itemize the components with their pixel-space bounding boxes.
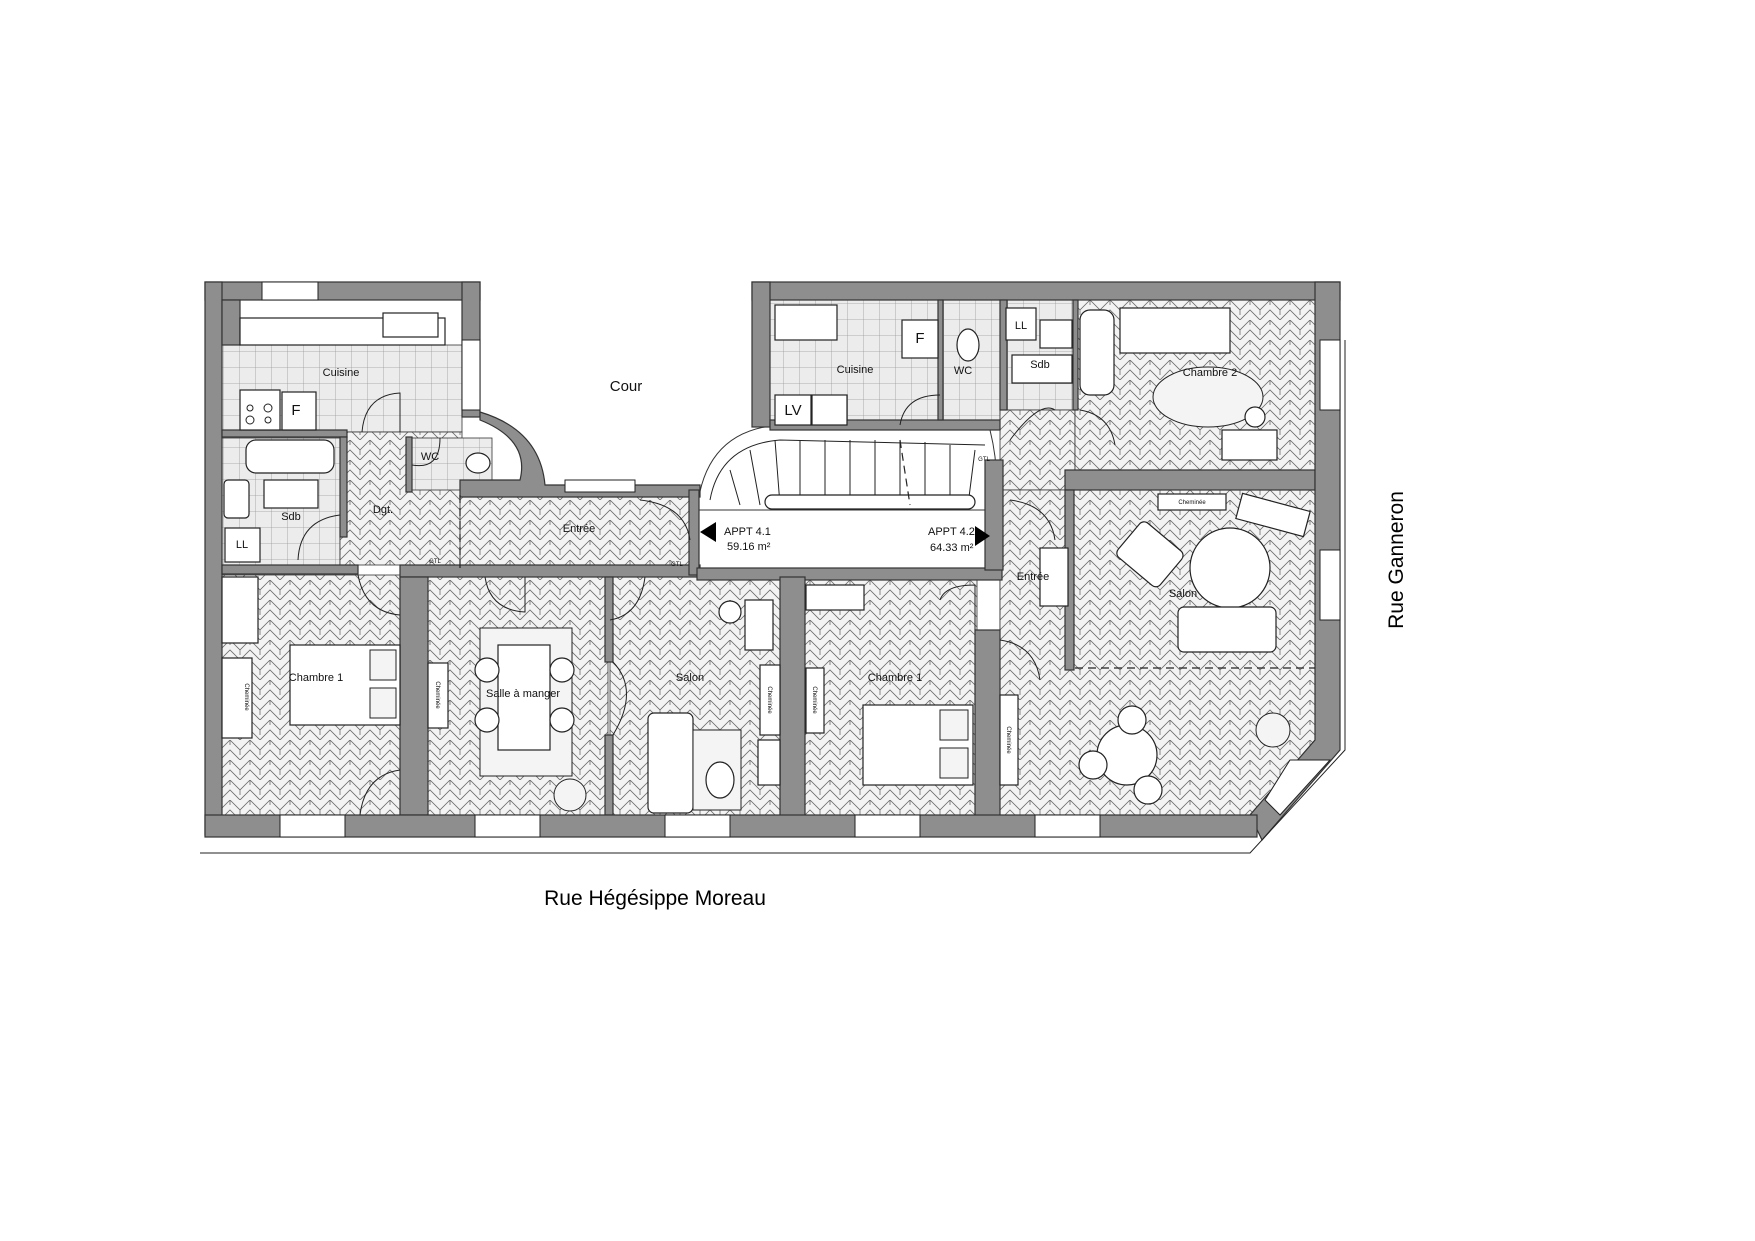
appt-42-area: 64.33 m²	[930, 542, 974, 554]
appt-42-name: APPT 4.2	[928, 526, 975, 538]
coffee-table	[1189, 527, 1271, 609]
laundry-42	[1005, 307, 1037, 341]
fireplace-label: Cheminée	[811, 686, 817, 714]
doors	[297, 392, 1315, 816]
entry-42-label: Entrée	[1017, 571, 1049, 583]
room-labels: Cour Cuisine F WC Dgt. Sdb LL Entrée Cha…	[236, 320, 1237, 754]
fireplace-label: Cheminée	[1005, 726, 1011, 754]
sofa-42	[1177, 606, 1277, 653]
dining-41-label: Salle à manger	[486, 688, 560, 700]
toilet-42	[956, 328, 980, 362]
apartment-4-2-entry: APPT 4.2 64.33 m²	[928, 526, 990, 554]
entry-41-label: Entrée	[563, 523, 595, 535]
gtl-label: GTL	[671, 562, 683, 568]
dishwasher-42-label: LV	[784, 402, 801, 419]
fireplace-label: Cheminée	[434, 681, 440, 709]
apartment-4-1-entry: APPT 4.1 59.16 m²	[700, 522, 771, 553]
fridge-42	[901, 319, 939, 359]
toilet-41	[465, 452, 491, 474]
cabinet-42	[1011, 354, 1073, 384]
gtl-label: GTL	[429, 559, 441, 565]
laundry-41-label: LL	[236, 539, 248, 551]
hall-41-label: Dgt.	[373, 504, 393, 516]
sink-42	[774, 304, 838, 341]
stove-42	[811, 394, 848, 426]
hall-42-floor	[999, 409, 1076, 491]
fireplace-label: Cheminée	[766, 686, 772, 714]
furniture	[221, 304, 1311, 814]
living-42-label: Salon	[1169, 588, 1197, 600]
plant-icon	[1255, 712, 1291, 748]
street-right-label: Rue Ganneron	[1385, 491, 1408, 629]
rug-42	[1152, 366, 1264, 428]
fireplace-label: Cheminée	[1178, 500, 1206, 506]
fridge-42-label: F	[915, 330, 924, 347]
cabinet-41	[263, 479, 319, 509]
courtyard-label: Cour	[610, 378, 643, 395]
bathtub-42	[1079, 309, 1115, 396]
armchair	[1116, 521, 1184, 588]
plant-icon	[553, 778, 587, 812]
dishwasher-42	[774, 394, 812, 426]
windows	[261, 281, 1341, 838]
fridge-41-label: F	[291, 402, 300, 419]
wc-41-label: WC	[421, 451, 439, 463]
sink-icon	[382, 312, 439, 338]
laundry-42-label: LL	[1015, 320, 1027, 332]
bedroom2-42-label: Chambre 2	[1183, 367, 1237, 379]
street-edge	[200, 340, 1346, 854]
bedroom-41-label: Chambre 1	[289, 672, 343, 684]
sofa-41	[647, 712, 694, 814]
bedroom1-42-label: Chambre 1	[868, 672, 922, 684]
bed-42-2	[1119, 307, 1231, 354]
living-41-label: Salon	[676, 672, 704, 684]
entry-arrow-icon	[975, 526, 990, 546]
stove-icon	[239, 389, 281, 431]
entry-arrow-icon	[700, 522, 716, 542]
appt-41-name: APPT 4.1	[724, 526, 771, 538]
desk-41	[744, 599, 774, 651]
fireplace-label: Cheminée	[243, 683, 249, 711]
kitchen-41-label: Cuisine	[323, 367, 360, 379]
bathroom-42-label: Sdb	[1030, 359, 1050, 371]
washbasin-41	[223, 479, 250, 519]
staircase	[696, 424, 998, 511]
fridge-41	[281, 391, 317, 431]
bathtub-41	[245, 439, 335, 474]
appt-41-area: 59.16 m²	[727, 541, 771, 553]
wc-42-label: WC	[954, 365, 972, 377]
kitchen-42-label: Cuisine	[837, 364, 874, 376]
gtl-label: GTL	[978, 457, 990, 463]
dining-table	[497, 644, 551, 751]
bathroom-41-label: Sdb	[281, 511, 301, 523]
laundry-41	[224, 527, 261, 563]
street-bottom-label: Rue Hégésippe Moreau	[544, 887, 766, 910]
walls	[204, 281, 1341, 842]
